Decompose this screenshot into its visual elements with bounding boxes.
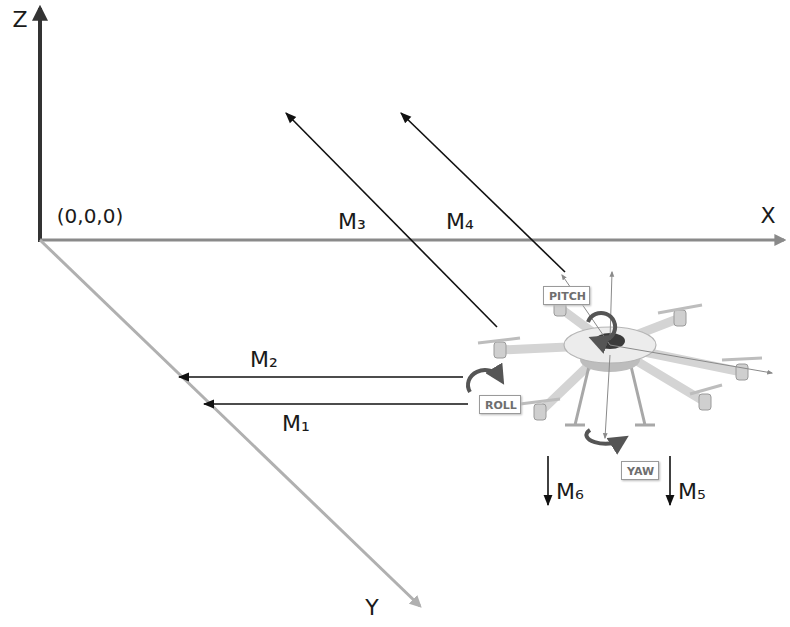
z-axis — [38, 8, 42, 242]
motion-tag: YAW — [621, 461, 659, 480]
moment-label: M₃ — [338, 211, 366, 233]
y-axis — [40, 240, 420, 606]
tag-text: YAW — [627, 466, 653, 477]
drone-illustration — [468, 272, 772, 444]
axis-label: X — [760, 205, 775, 227]
moment-label: M₁ — [282, 413, 310, 435]
axis-label: Y — [365, 597, 378, 619]
tag-text: PITCH — [549, 291, 584, 302]
m2-arrow — [179, 376, 463, 378]
m5-arrow — [669, 456, 671, 505]
origin-label: (0,0,0) — [57, 206, 124, 226]
tag-text: ROLL — [485, 400, 515, 411]
m6-arrow — [547, 456, 549, 505]
motion-tag: ROLL — [479, 395, 521, 414]
m1-arrow — [204, 403, 468, 405]
motion-tag: PITCH — [543, 286, 590, 305]
axis-label: Z — [12, 9, 27, 31]
moment-label: M₂ — [250, 349, 278, 371]
moment-label: M₆ — [556, 481, 584, 503]
m4-arrow — [401, 113, 565, 272]
m3-arrow — [286, 113, 497, 327]
moment-label: M₅ — [678, 481, 706, 503]
moment-label: M₄ — [446, 211, 474, 233]
